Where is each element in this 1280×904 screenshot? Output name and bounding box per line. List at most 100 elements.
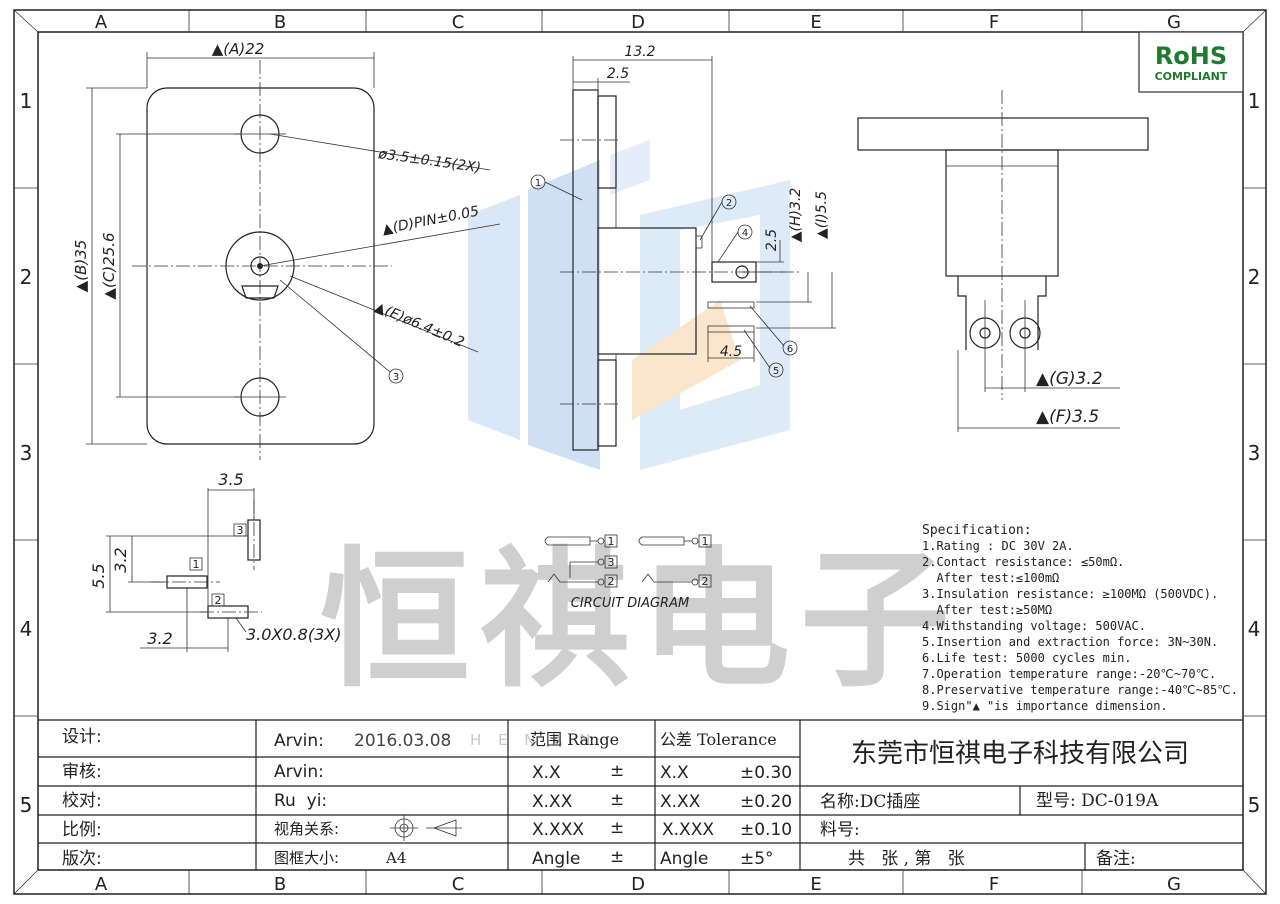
grid-column-labels: A B C D E F G A B C D E F G bbox=[95, 12, 1181, 895]
circuit-right-pin-2: 2 bbox=[702, 575, 709, 588]
company-name: 东莞市恒祺电子科技有限公司 bbox=[851, 739, 1189, 769]
col-label-c-bottom: C bbox=[452, 874, 465, 895]
circuit-right-pin-1: 1 bbox=[702, 535, 709, 548]
dim-5-5: 5.5 bbox=[89, 563, 108, 588]
col-label-g-bottom: G bbox=[1167, 874, 1181, 895]
pcb-layout: 3 1 2 3.5 5.5 3.2 3.2 3.0X0.8(3X) bbox=[89, 470, 341, 652]
dim-i: ▲(I)5.5 bbox=[814, 191, 830, 239]
tol-value: ±0.10 bbox=[740, 820, 792, 840]
circuit-left-pin-2: 2 bbox=[608, 575, 615, 588]
tol-row: X.X bbox=[660, 763, 689, 783]
balloon-1: 1 bbox=[535, 178, 541, 189]
dim-3-2-v: 3.2 bbox=[111, 547, 130, 572]
dim-3-5: 3.5 bbox=[218, 470, 243, 489]
row-label-5: 5 bbox=[20, 793, 33, 817]
tol-row: X.XXX bbox=[662, 820, 714, 840]
version-label: 版次: bbox=[62, 849, 102, 869]
dim-a: ▲(A)22 bbox=[212, 40, 265, 58]
design-date: 2016.03.08 bbox=[354, 731, 451, 751]
row-label-4: 4 bbox=[20, 617, 33, 641]
circuit-left-pin-1: 1 bbox=[608, 535, 615, 548]
scale-label: 比例: bbox=[62, 820, 102, 840]
watermark-logo bbox=[468, 140, 790, 470]
row-label-3: 3 bbox=[20, 441, 33, 465]
product-name: 名称:DC插座 bbox=[820, 792, 920, 812]
balloon-2: 2 bbox=[726, 198, 732, 209]
specification: Specification: 1.Rating : DC 30V 2A. 2.C… bbox=[922, 523, 1238, 713]
range-row: X.XXX bbox=[532, 820, 584, 840]
col-label-a: A bbox=[95, 12, 108, 33]
sleeve-note: ▲(E)ø6.4±0.2 bbox=[372, 299, 466, 351]
circuit-label: CIRCUIT DIAGRAM bbox=[571, 596, 689, 611]
front-view: ▲(A)22 ▲(B)35 ▲(C)25.6 ø3.5±0.15(2X) ▲(D… bbox=[72, 40, 501, 460]
range-pm: ± bbox=[610, 847, 624, 867]
part-number-label: 料号: bbox=[820, 820, 860, 840]
dim-h: ▲(H)3.2 bbox=[788, 188, 804, 243]
spec-line: 5.Insertion and extraction force: 3N~30N… bbox=[922, 635, 1218, 649]
sheet-frame bbox=[13, 9, 1267, 895]
range-row: X.X bbox=[532, 763, 561, 783]
spec-title: Specification: bbox=[922, 523, 1032, 538]
tol-row: Angle bbox=[660, 849, 708, 869]
tol-value: ±0.20 bbox=[740, 792, 792, 812]
slot-note: 3.0X0.8(3X) bbox=[246, 625, 341, 644]
remarks-label: 备注: bbox=[1096, 849, 1136, 869]
col-label-e: E bbox=[810, 12, 821, 33]
col-label-e-bottom: E bbox=[810, 874, 821, 895]
rohs-subtitle: COMPLIANT bbox=[1155, 70, 1228, 83]
row-label-1-right: 1 bbox=[1248, 89, 1261, 113]
check-label: 校对: bbox=[62, 791, 102, 811]
tol-value: ±5° bbox=[740, 849, 774, 869]
col-label-f-bottom: F bbox=[989, 874, 999, 895]
col-label-d-bottom: D bbox=[631, 874, 645, 895]
pin-note: ▲(D)PIN±0.05 bbox=[381, 203, 481, 238]
side-view: 13.2 2.5 2.5 ▲(H)3.2 ▲(I)5.5 4.5 1 2 4 5 bbox=[530, 44, 836, 451]
grid-row-labels: 1 2 3 4 5 1 2 3 4 5 bbox=[20, 89, 1261, 817]
dim-2-5-right: 2.5 bbox=[764, 229, 780, 251]
row-label-4-right: 4 bbox=[1248, 617, 1261, 641]
dim-13-2: 13.2 bbox=[624, 44, 655, 60]
rohs-title: RoHS bbox=[1155, 42, 1227, 70]
spec-line: 6.Life test: 5000 cycles min. bbox=[922, 651, 1132, 665]
pcb-pin-3: 3 bbox=[237, 524, 244, 537]
pcb-pin-2: 2 bbox=[215, 594, 222, 607]
frame-size-label: 图框大小: bbox=[274, 849, 339, 867]
right-view: ▲(G)3.2 ▲(F)3.5 bbox=[857, 90, 1149, 432]
tol-row: X.XX bbox=[660, 792, 701, 812]
row-label-2: 2 bbox=[20, 265, 33, 289]
range-pm: ± bbox=[610, 818, 624, 838]
watermark-text: 恒祺电子 bbox=[320, 532, 960, 708]
review-value: Arvin: bbox=[274, 762, 324, 782]
balloon-6: 6 bbox=[787, 344, 793, 355]
dim-2-5-top: 2.5 bbox=[607, 66, 629, 82]
dim-c: ▲(C)25.6 bbox=[100, 232, 118, 299]
spec-line: 9.Sign"▲ "is importance dimension. bbox=[922, 699, 1168, 713]
dim-f: ▲(F)3.5 bbox=[1036, 407, 1099, 427]
watermark-subtext: H E N A N bbox=[470, 731, 597, 749]
dim-3-2-h: 3.2 bbox=[147, 629, 172, 648]
circuit-left-pin-3: 3 bbox=[608, 556, 615, 569]
tolerance-header: 公差 Tolerance bbox=[660, 730, 777, 749]
circuit-diagram: 1 3 2 1 2 CIRCUIT DIAGRAM bbox=[544, 534, 712, 611]
range-row: X.XX bbox=[532, 792, 573, 812]
spec-line: 4.Withstanding voltage: 500VAC. bbox=[922, 619, 1146, 633]
balloon-4: 4 bbox=[742, 228, 748, 239]
design-label: 设计: bbox=[62, 727, 102, 747]
col-label-c: C bbox=[452, 12, 465, 33]
col-label-a-bottom: A bbox=[95, 874, 108, 895]
col-label-f: F bbox=[989, 12, 999, 33]
spec-line: 7.Operation temperature range:-20℃~70℃. bbox=[922, 667, 1216, 681]
design-value: Arvin: bbox=[274, 731, 324, 751]
row-label-3-right: 3 bbox=[1248, 441, 1261, 465]
projection-symbol bbox=[390, 815, 462, 841]
col-label-b: B bbox=[274, 12, 286, 33]
col-label-b-bottom: B bbox=[274, 874, 286, 895]
sheet-count: 共 张 , 第 张 bbox=[848, 849, 965, 869]
rohs-badge: RoHS COMPLIANT bbox=[1138, 31, 1244, 93]
range-pm: ± bbox=[610, 761, 624, 781]
spec-line: 2.Contact resistance: ≤50mΩ. bbox=[922, 555, 1124, 569]
dim-g: ▲(G)3.2 bbox=[1036, 369, 1103, 389]
spec-line: 3.Insulation resistance: ≥100MΩ (500VDC)… bbox=[922, 587, 1218, 601]
balloon-5: 5 bbox=[773, 366, 779, 377]
